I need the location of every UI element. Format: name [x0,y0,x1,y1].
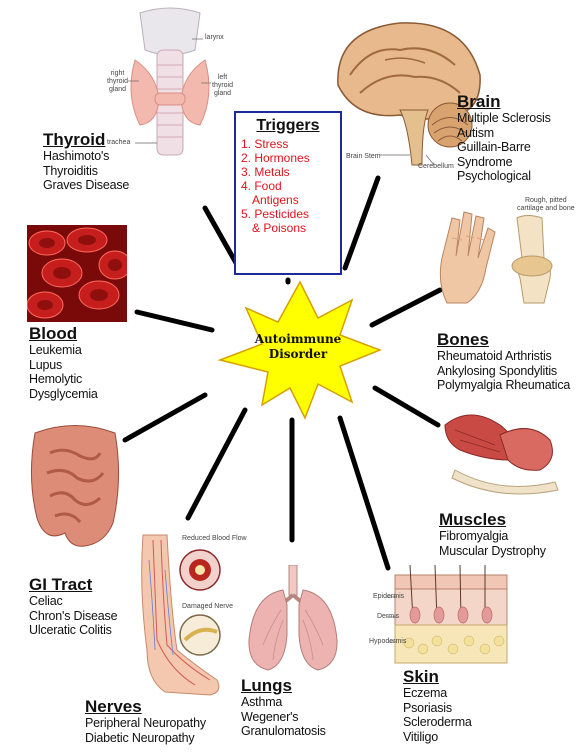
spoke-muscles [375,388,438,425]
section-blood: Blood Leukemia Lupus Hemolytic Dysglycem… [29,324,98,401]
label-text: cartilage and bone [517,205,575,213]
gi-item: Chron's Disease [29,609,117,624]
skin-item: Psoriasis [403,701,472,716]
brain-item: Guillain-Barre [457,140,551,155]
thyroid-item: Thyroiditis [43,164,129,179]
thyroid-item: Graves Disease [43,178,129,193]
label-hypodermis: Hypodermis [369,638,406,646]
label-text: gland [107,86,128,94]
trigger-item: 5. Pesticides [236,207,340,221]
blood-cells-illustration [27,225,127,322]
brain-item: Autism [457,126,551,141]
trigger-item: 2. Hormones [236,151,340,165]
bones-item: Ankylosing Spondylitis [437,364,570,379]
triggers-box: Triggers 1. Stress 2. Hormones 3. Metals… [234,111,342,275]
label-text: Rough, pitted [517,197,575,205]
bones-title: Bones [437,330,570,349]
blood-title: Blood [29,324,98,343]
lungs-item: Wegener's [241,710,326,725]
brain-item: Psychological [457,169,551,184]
section-gi-tract: GI Tract Celiac Chron's Disease Ulcerati… [29,575,117,638]
triggers-title: Triggers [236,117,340,135]
trigger-item: & Poisons [236,221,340,235]
trigger-item: 4. Food [236,179,340,193]
blood-item: Hemolytic [29,372,98,387]
section-lungs: Lungs Asthma Wegener's Granulomatosis [241,676,326,739]
lungs-illustration [243,565,343,675]
blood-item: Lupus [29,358,98,373]
bones-item: Rheumatoid Arthristis [437,349,570,364]
gi-item: Ulceratic Colitis [29,623,117,638]
skin-item: Scleroderma [403,715,472,730]
bones-illustration [432,198,577,308]
center-line-2: Disorder [243,347,353,362]
skin-title: Skin [403,667,472,686]
center-label: Autoimmune Disorder [243,332,353,362]
section-brain: Brain Multiple Sclerosis Autism Guillain… [457,92,551,184]
nerves-title: Nerves [85,697,206,716]
section-nerves: Nerves Peripheral Neuropathy Diabetic Ne… [85,697,206,745]
lungs-item: Granulomatosis [241,724,326,739]
nerves-illustration [125,530,240,700]
thyroid-title: Thyroid [43,130,129,149]
brain-title: Brain [457,92,551,111]
thyroid-item: Hashimoto's [43,149,129,164]
spoke-skin [340,418,388,568]
nerves-item: Diabetic Neuropathy [85,731,206,746]
gi-item: Celiac [29,594,117,609]
spoke-nerves [188,410,245,518]
label-cartilage: Rough, pitted cartilage and bone [517,197,575,213]
label-reduced-blood-flow: Reduced Blood Flow [182,535,247,543]
muscles-item: Fibromyalgia [439,529,546,544]
spoke-blood [137,312,212,330]
brain-item: Syndrome [457,155,551,170]
blood-item: Dysglycemia [29,387,98,402]
bones-item: Polymyalgia Rheumatica [437,378,570,393]
section-bones: Bones Rheumatoid Arthristis Ankylosing S… [437,330,570,393]
label-cerebellum: Cerebellum [418,163,454,171]
label-text: right [107,70,128,78]
center-line-1: Autoimmune [243,332,353,347]
nerves-item: Peripheral Neuropathy [85,716,206,731]
lungs-item: Asthma [241,695,326,710]
spoke-brain [345,178,378,268]
section-muscles: Muscles Fibromyalgia Muscular Dystrophy [439,510,546,558]
label-text: thyroid [212,82,233,90]
label-left-thyroid: left thyroid gland [212,74,233,98]
label-dermis: Dermis [377,613,399,621]
label-epidermis: Epidermis [373,593,404,601]
gi-title: GI Tract [29,575,117,594]
label-text: gland [212,90,233,98]
spoke-bones [372,290,440,325]
skin-item: Eczema [403,686,472,701]
trigger-item: 3. Metals [236,165,340,179]
skin-item: Vitiligo [403,730,472,745]
label-right-thyroid: right thyroid gland [107,70,128,94]
gi-tract-illustration [25,418,125,558]
section-skin: Skin Eczema Psoriasis Scleroderma Vitili… [403,667,472,744]
label-damaged-nerve: Damaged Nerve [182,603,233,611]
muscles-item: Muscular Dystrophy [439,544,546,559]
label-text: left [212,74,233,82]
section-thyroid: Thyroid Hashimoto's Thyroiditis Graves D… [43,130,129,193]
brain-item: Multiple Sclerosis [457,111,551,126]
trigger-item: Antigens [236,193,340,207]
label-brain-stem: Brain Stem [346,153,381,161]
spoke-gi [125,395,205,440]
trigger-item: 1. Stress [236,137,340,151]
label-text: thyroid [107,78,128,86]
lungs-title: Lungs [241,676,326,695]
blood-item: Leukemia [29,343,98,358]
muscles-illustration [440,400,570,500]
muscles-title: Muscles [439,510,546,529]
label-larynx: larynx [205,34,224,42]
